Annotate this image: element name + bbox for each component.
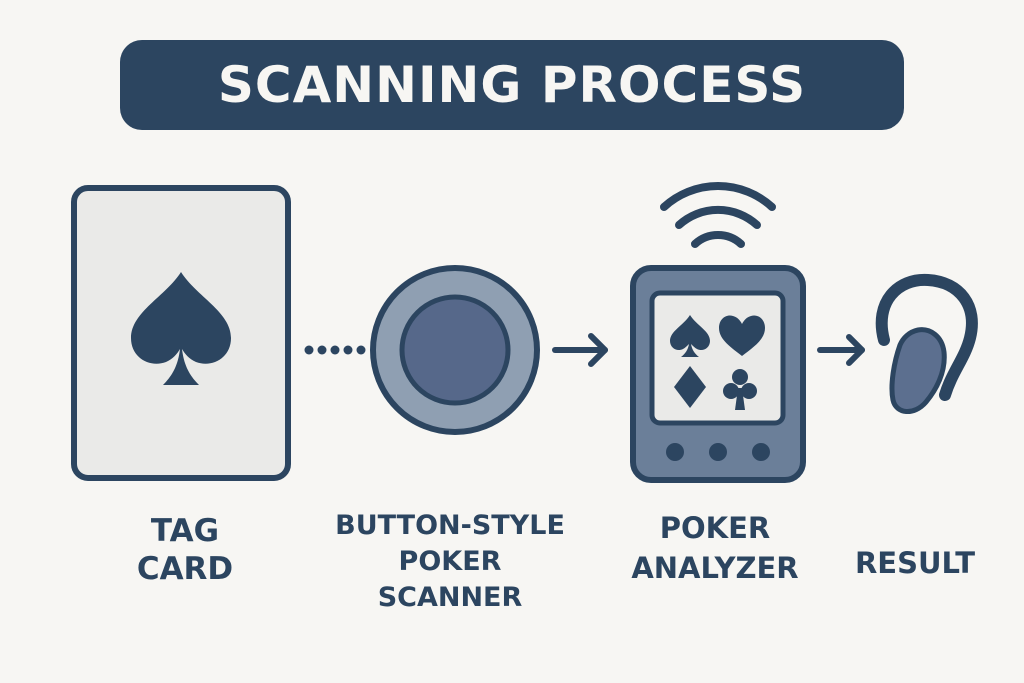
step-label-line: POKER [659,511,771,545]
step-label-button-style-poker-scanner: BUTTON-STYLE POKER SCANNER [320,508,580,616]
step-label-line: BUTTON-STYLE [335,510,565,541]
card-suits-icon [670,315,765,410]
step-label-tag-card: TAG CARD [90,512,280,588]
spade-icon [131,272,231,385]
step-label-line: ANALYZER [631,551,799,585]
step-label-line: SCANNER [377,582,523,613]
step-label-line: RESULT [854,546,976,580]
title-banner: SCANNING PROCESS [120,40,904,130]
step-label-line: CARD [136,551,234,587]
earpiece-icon [875,273,978,414]
poker-analyzer-device-icon [630,265,806,483]
tag-card-icon [71,185,291,481]
wireless-signal-icon [660,182,776,248]
step-label-line: POKER [398,546,502,577]
step-label-result: RESULT [840,544,990,582]
step-label-poker-analyzer: POKER ANALYZER [610,508,820,588]
step-label-line: TAG [150,513,220,549]
arrow-right-icon [552,333,608,367]
dotted-connector [304,345,366,355]
circular-button-scanner-icon [370,265,540,435]
arrow-right-icon [817,334,865,366]
page-title: SCANNING PROCESS [217,56,807,114]
